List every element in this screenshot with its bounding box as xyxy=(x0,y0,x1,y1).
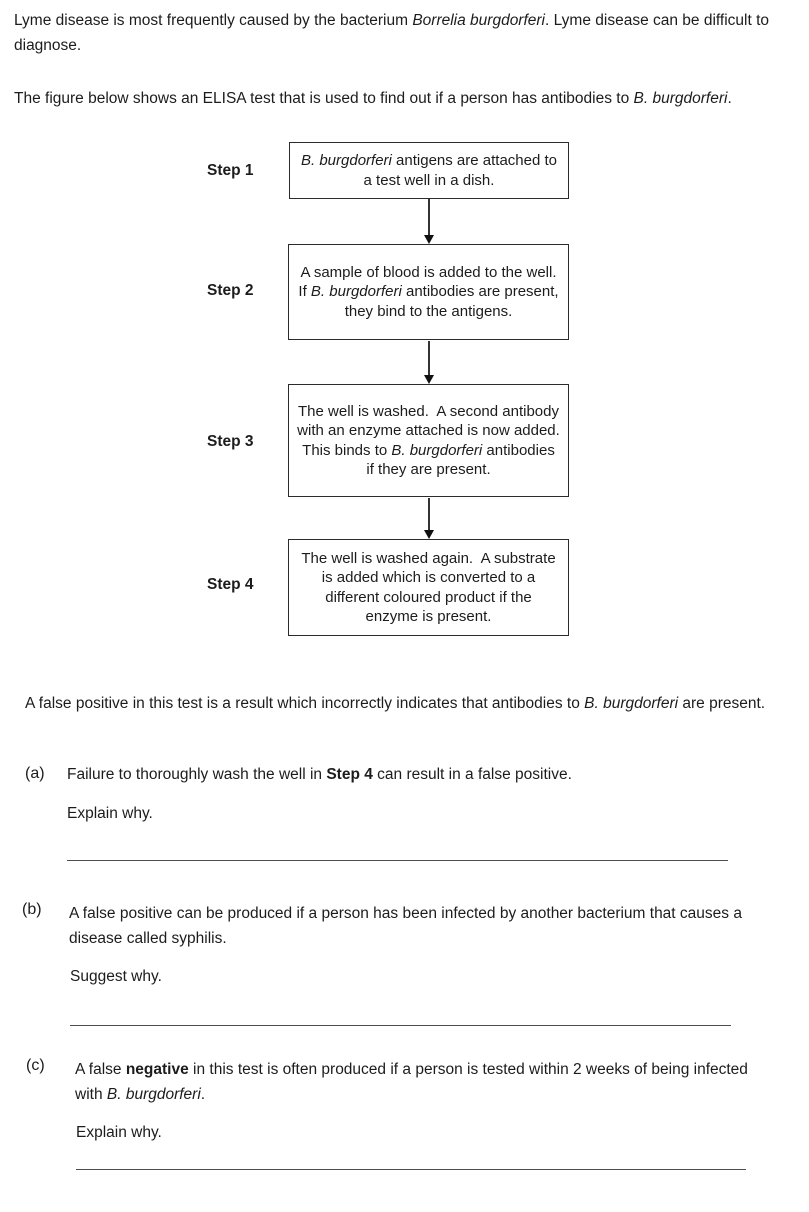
text-run: B. burgdorferi xyxy=(300,152,392,169)
text-run: The figure below shows an ELISA test tha… xyxy=(14,90,634,107)
step-2-text: A sample of blood is added to the well. … xyxy=(297,263,560,322)
step-2-box: A sample of blood is added to the well. … xyxy=(288,244,569,340)
text-run: . xyxy=(200,1086,206,1103)
step-4-text: The well is washed again. A substrate is… xyxy=(297,549,560,627)
text-run: A false positive in this test is a resul… xyxy=(25,695,585,712)
arrow-shaft xyxy=(428,199,430,235)
text-run: B. burgdorferi xyxy=(633,90,728,107)
step-4-label: Step 4 xyxy=(207,576,254,593)
answer-line-a xyxy=(67,845,728,861)
flow-arrow-1 xyxy=(423,199,435,244)
text-run: negative xyxy=(125,1061,189,1078)
flow-arrow-3 xyxy=(423,498,435,539)
step-2-label: Step 2 xyxy=(207,282,254,299)
text-run: The well is washed. A second antibody wi… xyxy=(297,402,569,459)
step-1-text: B. burgdorferi antigens are attached to … xyxy=(298,151,560,190)
step-4-box: The well is washed again. A substrate is… xyxy=(288,539,569,636)
text-run: Lyme disease is most frequently caused b… xyxy=(14,12,413,29)
text-run: can result in a false positive. xyxy=(372,766,572,783)
question-a-prompt: Explain why. xyxy=(67,805,153,822)
question-c-label: (c) xyxy=(26,1057,45,1074)
answer-line-c xyxy=(76,1153,746,1170)
text-run: A sample of blood is added to the well. … xyxy=(298,263,565,301)
flow-arrow-2 xyxy=(423,341,435,384)
question-c-stem: A false negative in this test is often p… xyxy=(75,1057,775,1107)
arrow-down-icon xyxy=(424,530,434,539)
text-run: . Lyme disease can be difficult to diagn… xyxy=(14,12,774,54)
intro-paragraph-2: The figure below shows an ELISA test tha… xyxy=(14,86,789,111)
step-3-label: Step 3 xyxy=(207,433,254,450)
step-3-box: The well is washed. A second antibody wi… xyxy=(288,384,569,497)
text-run: Step 4 xyxy=(326,766,373,783)
text-run: The well is washed again. A substrate is… xyxy=(301,549,560,626)
step-1-box: B. burgdorferi antigens are attached to … xyxy=(289,142,569,199)
arrow-down-icon xyxy=(424,235,434,244)
elisa-flowchart: Step 1 B. burgdorferi antigens are attac… xyxy=(207,142,569,636)
text-run: are present. xyxy=(678,695,766,712)
text-run: Failure to thoroughly wash the well in xyxy=(67,766,327,783)
false-positive-note: A false positive in this test is a resul… xyxy=(25,691,787,716)
text-run: B. burgdorferi xyxy=(310,283,402,301)
answer-line-b xyxy=(70,1010,731,1026)
arrow-down-icon xyxy=(424,375,434,384)
step-1-label: Step 1 xyxy=(207,162,254,179)
question-a-label: (a) xyxy=(25,765,45,782)
arrow-shaft xyxy=(428,498,430,530)
text-run: . xyxy=(727,90,732,107)
text-run: B. burgdorferi xyxy=(584,695,679,712)
text-run: antigens are attached to a test well in … xyxy=(363,152,562,189)
arrow-shaft xyxy=(428,341,430,375)
step-3-text: The well is washed. A second antibody wi… xyxy=(297,402,560,480)
text-run: Borrelia burgdorferi xyxy=(412,12,546,29)
question-c-prompt: Explain why. xyxy=(76,1124,162,1141)
question-b-stem: A false positive can be produced if a pe… xyxy=(69,901,764,951)
text-run: in this test is often produced if a pers… xyxy=(75,1061,753,1103)
text-run: B. burgdorferi xyxy=(391,441,483,459)
text-run: A false positive can be produced if a pe… xyxy=(69,905,747,947)
intro-paragraph-1: Lyme disease is most frequently caused b… xyxy=(14,8,789,58)
text-run: A false xyxy=(75,1061,126,1078)
question-a-stem: Failure to thoroughly wash the well in S… xyxy=(67,762,762,787)
text-run: B. burgdorferi xyxy=(106,1086,201,1103)
text-run: antibodies if they are present. xyxy=(366,441,559,479)
question-b-label: (b) xyxy=(22,901,42,918)
text-run: antibodies are present, they bind to the… xyxy=(344,283,563,320)
question-b-prompt: Suggest why. xyxy=(70,968,162,985)
